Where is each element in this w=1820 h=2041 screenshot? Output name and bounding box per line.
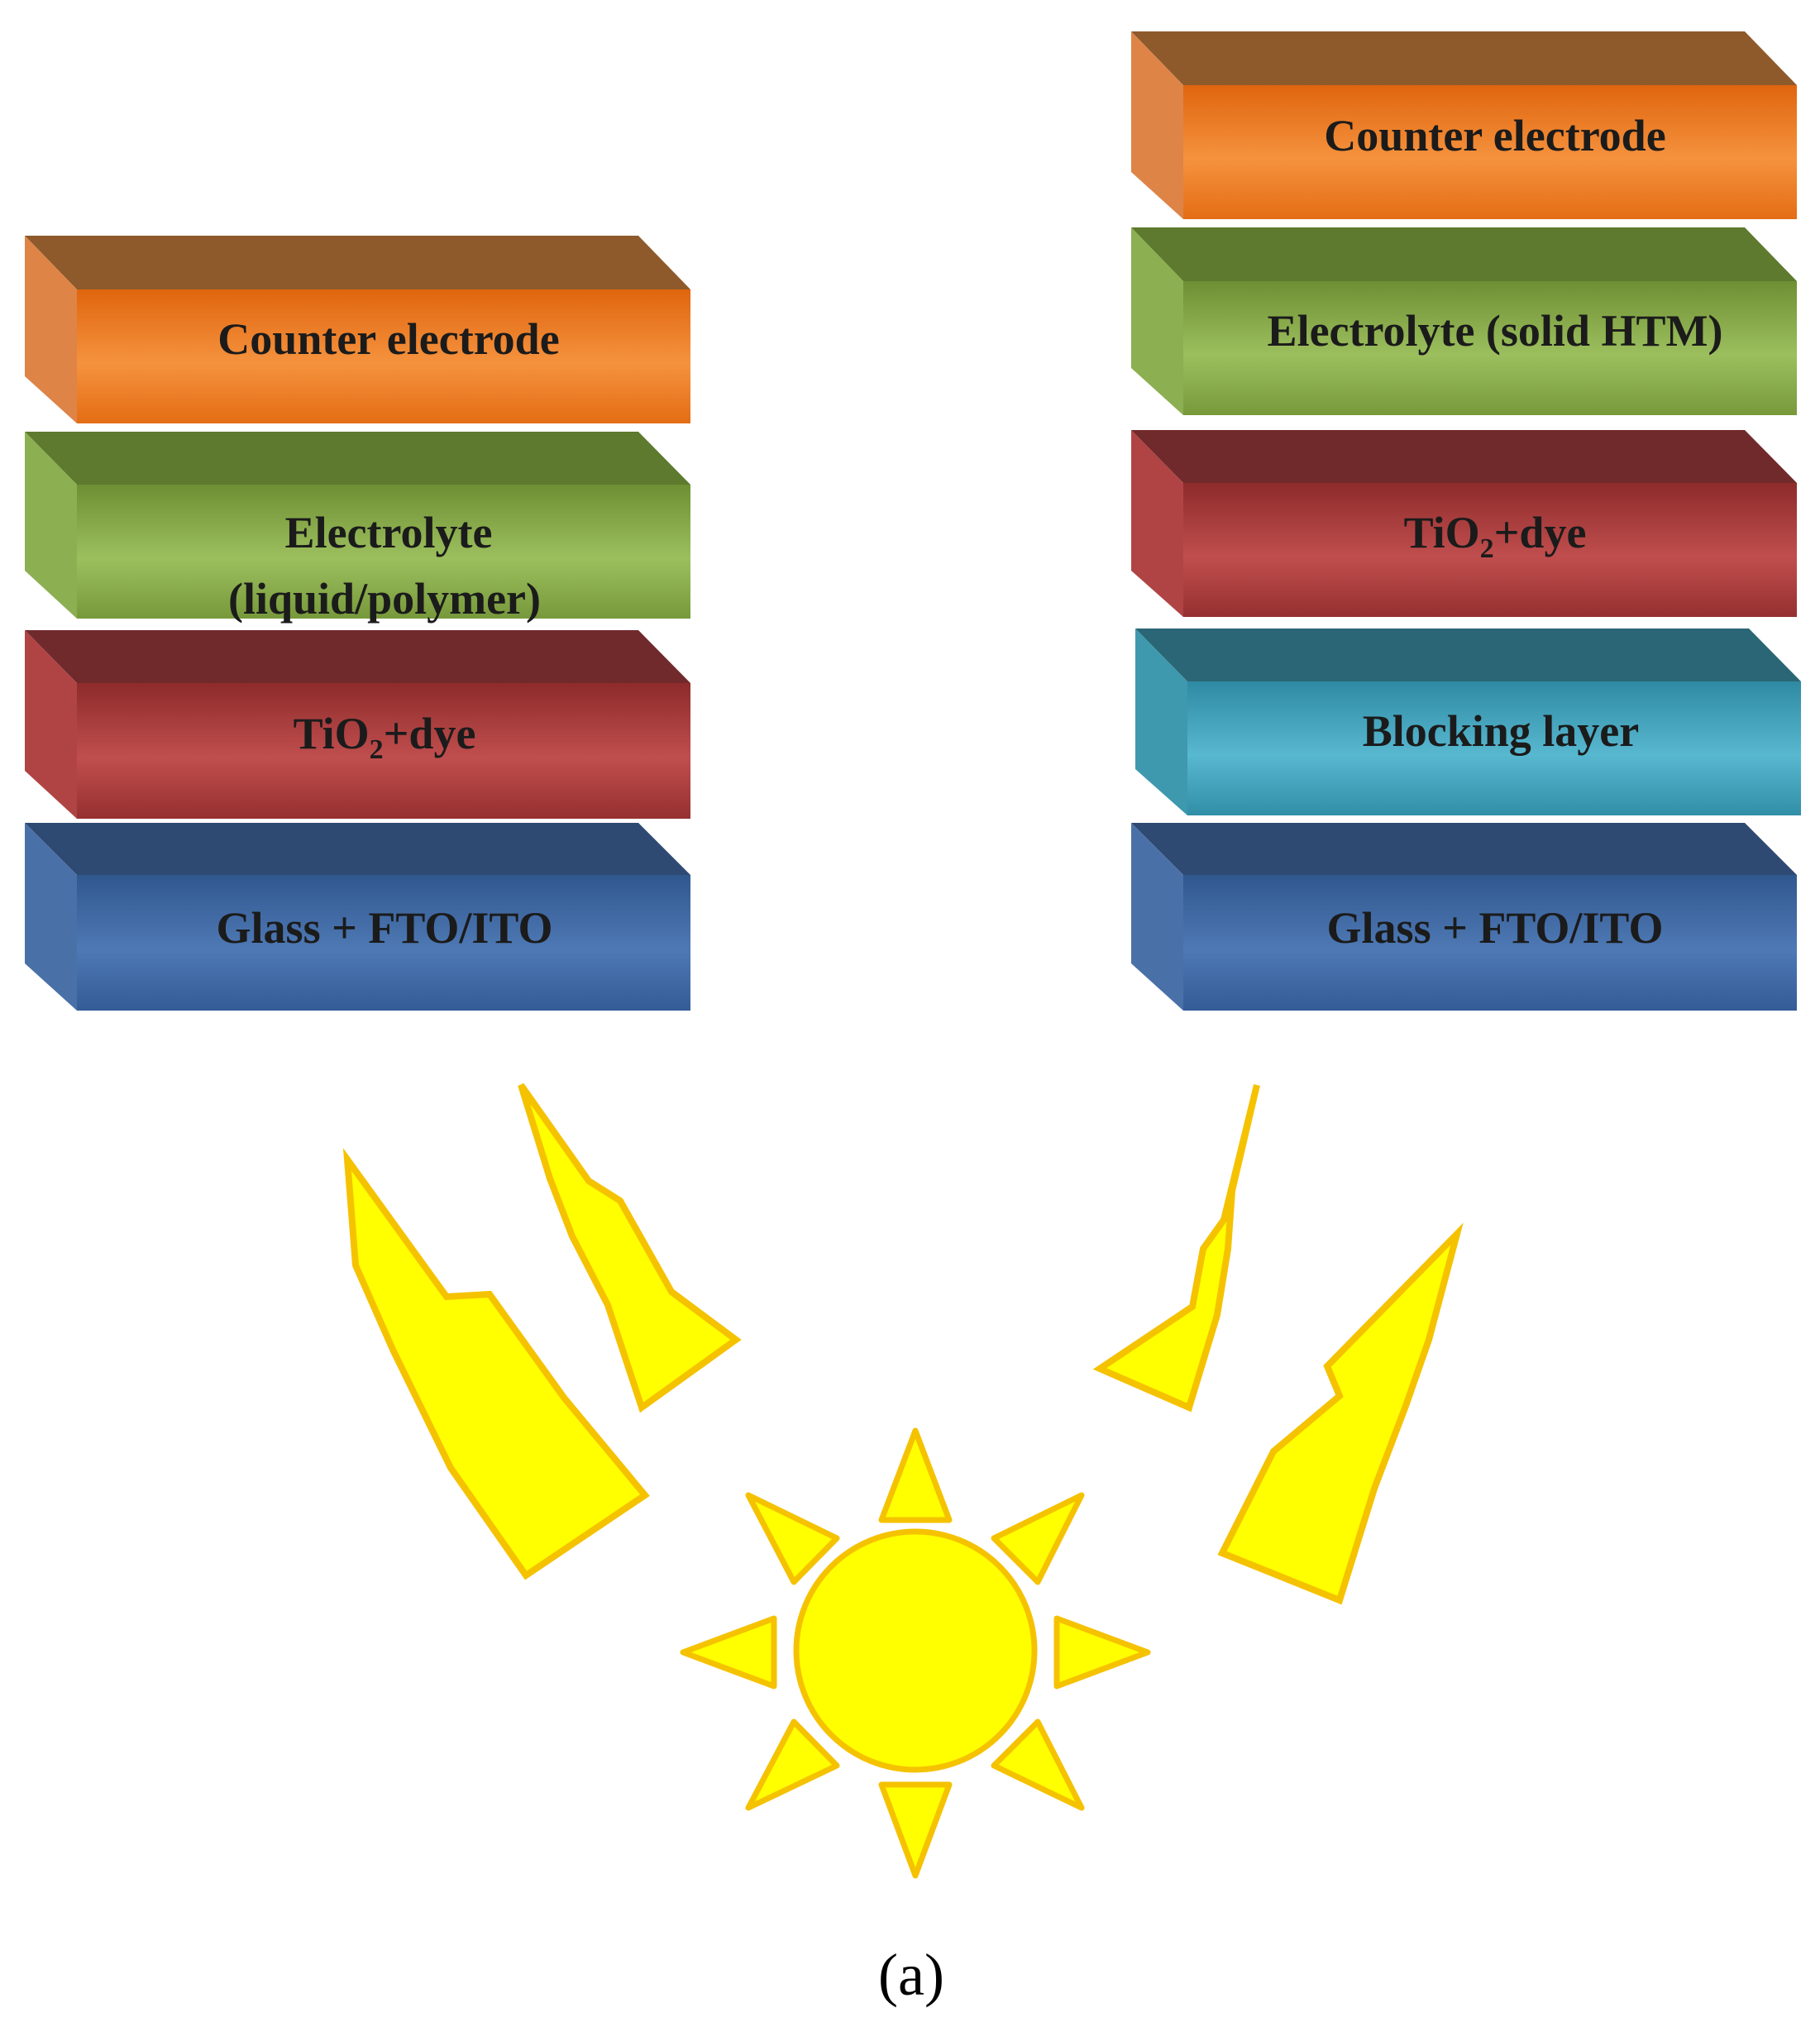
lightning-bolt-icon — [1217, 1222, 1464, 1605]
layer-label: Counter electrode — [217, 314, 559, 364]
right-layer-counter-electrode: Counter electrode — [1131, 31, 1797, 219]
layer-label-suffix: +dye — [384, 709, 476, 758]
layer-label-line2: (liquid/polymer) — [228, 574, 541, 624]
lightning-bolt-icon — [342, 1148, 650, 1580]
left-layer-stack: Counter electrode Electrolyte (liquid/po… — [25, 236, 690, 1011]
left-layer-glass-fto-ito: Glass + FTO/ITO — [25, 823, 690, 1011]
layer-label: Glass + FTO/ITO — [217, 903, 553, 953]
right-layer-electrolyte: Electrolyte (solid HTM) — [1131, 227, 1797, 415]
layer-label: Glass + FTO/ITO — [1327, 903, 1664, 953]
right-layer-glass-fto-ito: Glass + FTO/ITO — [1131, 823, 1797, 1011]
layer-label: TiO — [1404, 508, 1480, 557]
svg-text:TiO2+dye: TiO2+dye — [1404, 508, 1587, 564]
right-layer-tio2-dye: TiO2+dye — [1131, 430, 1797, 617]
sun-disc — [793, 1528, 1038, 1773]
lightning-bolt-icon — [518, 1083, 742, 1413]
sun-ray — [745, 1718, 840, 1811]
sun-icon — [680, 1427, 1151, 1879]
layer-label-subscript: 2 — [370, 734, 384, 765]
sun-ray — [1053, 1615, 1151, 1690]
layer-label: Electrolyte (solid HTM) — [1268, 306, 1723, 356]
sun-ray — [991, 1718, 1085, 1811]
sun-ray — [680, 1615, 777, 1690]
left-layer-tio2-dye: TiO2+dye — [25, 630, 690, 819]
lightning-bolt-icon — [1092, 1084, 1260, 1412]
left-layer-counter-electrode: Counter electrode — [25, 236, 690, 423]
layer-label: Counter electrode — [1324, 111, 1665, 160]
right-layer-stack: Counter electrode Electrolyte (solid HTM… — [1131, 31, 1801, 1011]
sun-ray — [745, 1492, 840, 1585]
layer-label: Blocking layer — [1363, 706, 1640, 756]
right-layer-blocking-layer: Blocking layer — [1135, 629, 1801, 815]
left-layer-electrolyte: Electrolyte (liquid/polymer) — [25, 432, 690, 624]
svg-text:TiO2+dye: TiO2+dye — [294, 709, 476, 765]
sun-ray — [878, 1781, 953, 1879]
light-rays — [342, 1083, 1464, 1605]
panel-caption: (a) — [878, 1942, 944, 2008]
layer-label-subscript: 2 — [1480, 533, 1494, 564]
sun-ray — [991, 1492, 1085, 1585]
layer-label: TiO — [294, 709, 370, 758]
sun-ray — [878, 1427, 953, 1523]
layer-label-suffix: +dye — [1494, 508, 1587, 557]
layer-label: Electrolyte — [285, 508, 493, 557]
